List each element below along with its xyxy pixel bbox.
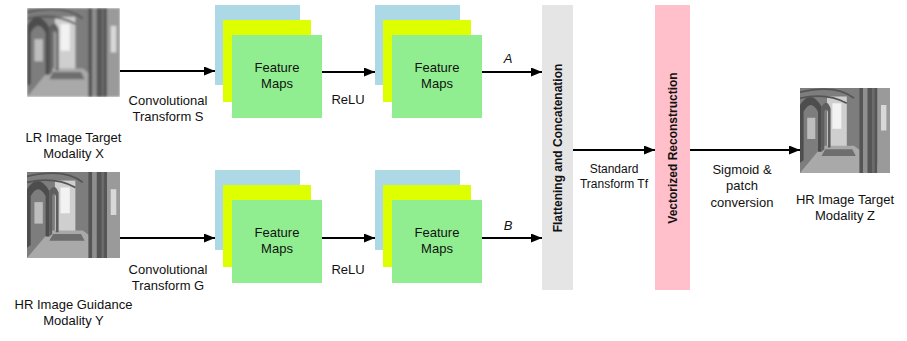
feature-map-layer	[232, 200, 322, 283]
node-label: Vectorized Reconstruction	[665, 72, 680, 223]
text-group: Vectorized Reconstruction	[665, 72, 680, 223]
text-group: LR Image Target Modality X	[14, 130, 134, 163]
flow-arrow	[120, 237, 215, 239]
node-label: Feature Maps	[254, 60, 300, 93]
image-caption: LR Image Target Modality X	[14, 130, 134, 163]
text-group: Feature Maps	[254, 60, 300, 93]
edge-label: Sigmoid & patch conversion	[704, 162, 780, 211]
edge-label: B	[497, 218, 519, 234]
flow-arrow	[482, 237, 542, 239]
image-node: HR Image Target Modality Z	[800, 88, 890, 173]
node-label: Flattening and Concatenation	[550, 63, 565, 232]
feature-map-layer	[392, 200, 482, 283]
text-group: HR Image Target Modality Z	[789, 192, 901, 225]
feature-map-layer	[392, 35, 482, 118]
flow-arrow	[322, 71, 375, 73]
edge-label: A	[497, 51, 519, 67]
text-group: HR Image Guidance Modality Y	[11, 297, 137, 330]
feature-maps-stack: Feature Maps	[375, 170, 482, 283]
hr-guidance-photo	[27, 172, 120, 258]
image-caption: HR Image Target Modality Z	[789, 192, 901, 225]
image-node: HR Image Guidance Modality Y	[27, 172, 120, 258]
flow-arrow	[322, 237, 375, 239]
edge-label: Convolutional Transform S	[120, 93, 216, 126]
flow-arrow	[120, 70, 215, 72]
feature-maps-stack: Feature Maps	[215, 5, 322, 118]
edge-label: ReLU	[323, 262, 373, 278]
flow-arrow	[482, 71, 542, 73]
feature-maps-stack: Feature Maps	[375, 5, 482, 118]
node-label: Feature Maps	[414, 60, 460, 93]
text-group: Feature Maps	[414, 60, 460, 93]
edge-label: Standard Transform Tf	[574, 162, 654, 192]
flow-arrow	[690, 149, 800, 151]
text-group: Feature Maps	[254, 225, 300, 258]
lr-target-photo	[27, 8, 120, 97]
image-node: LR Image Target Modality X	[27, 8, 120, 97]
feature-map-layer	[232, 35, 322, 118]
text-group: Feature Maps	[414, 225, 460, 258]
feature-maps-stack: Feature Maps	[215, 170, 322, 283]
edge-label: Convolutional Transform G	[120, 262, 216, 295]
hr-output-photo	[800, 88, 890, 173]
image-caption: HR Image Guidance Modality Y	[11, 297, 137, 330]
node-label: Feature Maps	[254, 225, 300, 258]
text-group: Flattening and Concatenation	[550, 63, 565, 232]
node-label: Feature Maps	[414, 225, 460, 258]
operation-band: Vectorized Reconstruction	[655, 5, 690, 290]
edge-label: ReLU	[323, 92, 373, 108]
flow-arrow	[573, 149, 655, 151]
operation-band: Flattening and Concatenation	[542, 5, 573, 290]
